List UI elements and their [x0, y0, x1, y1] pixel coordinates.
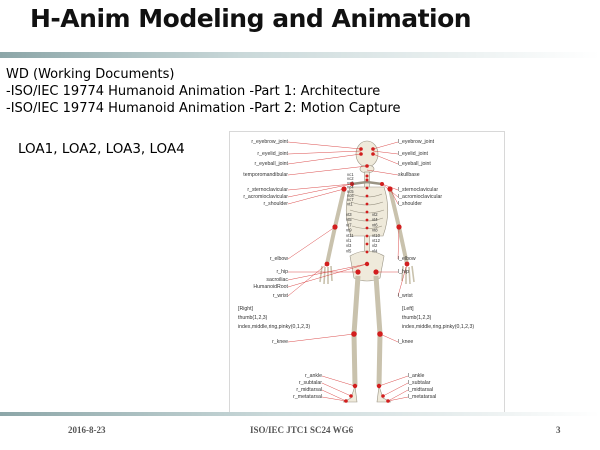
label-r-subtalar: r_subtalar — [299, 380, 322, 386]
label-l-eyebrow-joint: l_eyebrow_joint — [398, 139, 435, 145]
spine-label-vc2: vc2 — [347, 176, 354, 181]
label-r-shoulder: r_shoulder — [263, 201, 288, 207]
label-r-eyeball-joint: r_eyeball_joint — [255, 161, 289, 167]
body-line-wd: WD (Working Documents) — [6, 67, 175, 82]
label-l-wrist: l_wrist — [398, 293, 413, 299]
clavicles — [351, 180, 383, 186]
slide-title: H-Anim Modeling and Animation — [30, 4, 472, 33]
spine-label-vl4: vl4 — [372, 248, 378, 253]
footer-date: 2016-8-23 — [68, 425, 106, 435]
skeleton-figure: r_eyebrow_joint r_eyelid_joint r_eyeball… — [229, 131, 505, 413]
label-r-eyebrow-joint: r_eyebrow_joint — [251, 139, 288, 145]
spine-label-vl3: vl3 — [346, 243, 352, 248]
spine-label-vt11: vt11 — [346, 233, 354, 238]
label-l-hip: l_hip — [398, 269, 409, 275]
loa-levels: LOA1, LOA2, LOA3, LOA4 — [18, 141, 185, 157]
spine-label-vc5: vc5 — [347, 189, 354, 194]
label-l-midtarsal: l_midtarsal — [408, 387, 433, 393]
spine-label-vt12: vt12 — [372, 238, 381, 243]
spine-label-vc6: vc6 — [347, 193, 354, 198]
label-l-elbow: l_elbow — [398, 256, 416, 262]
spine-label-vt3: vt3 — [346, 212, 352, 217]
label-r-elbow: r_elbow — [270, 256, 288, 262]
body-line-part1: -ISO/IEC 19774 Humanoid Animation -Part … — [6, 84, 381, 99]
spine-label-vc1: vc1 — [347, 172, 354, 177]
label-l-metatarsal: l_metatarsal — [408, 394, 436, 400]
right-foot — [342, 385, 358, 403]
left-side-labels: r_eyebrow_joint r_eyelid_joint r_eyeball… — [238, 139, 322, 400]
label-r-midtarsal: r_midtarsal — [296, 387, 322, 393]
label-l-shoulder: l_shoulder — [398, 201, 422, 207]
label-right-fingers: index,middle,ring,pinky(0,1,2,3) — [238, 324, 310, 330]
spine-label-vt5: vt5 — [346, 217, 352, 222]
spine-label-vt9: vt9 — [346, 228, 352, 233]
spine-label-vc4: vc4 — [347, 185, 354, 190]
label-r-acromioclavicular: r_acromioclavicular — [243, 194, 288, 200]
label-l-ankle: l_ankle — [408, 373, 425, 379]
slide-body: WD (Working Documents) -ISO/IEC 19774 Hu… — [6, 66, 401, 117]
label-humanoidroot: HumanoidRoot — [253, 284, 288, 290]
label-r-ankle: r_ankle — [305, 373, 322, 379]
spine-label-vt10: vt10 — [372, 233, 381, 238]
label-right-side: [Right] — [238, 306, 254, 312]
right-leg — [351, 275, 361, 387]
label-r-wrist: r_wrist — [273, 293, 289, 299]
spine-label-vc3: vc3 — [347, 180, 354, 185]
label-temporomandibular: temporomandibular — [243, 172, 288, 178]
label-l-eyeball-joint: l_eyeball_joint — [398, 161, 431, 167]
right-hand — [319, 265, 333, 285]
body-line-part2: -ISO/IEC 19774 Humanoid Animation -Part … — [6, 101, 401, 116]
footer-organization: ISO/IEC JTC1 SC24 WG6 — [250, 425, 354, 435]
left-leg — [373, 275, 383, 387]
spine-label-vl2: vl2 — [372, 243, 378, 248]
label-right-thumb: thumb(1,2,3) — [238, 315, 268, 321]
leader-lines — [287, 141, 409, 402]
label-left-thumb: thumb(1,2,3) — [402, 315, 432, 321]
label-l-eyelid-joint: l_eyelid_joint — [398, 151, 429, 157]
label-r-hip: r_hip — [276, 269, 288, 275]
label-l-subtalar: l_subtalar — [408, 380, 431, 386]
spine-label-vt7: vt7 — [346, 222, 352, 227]
title-divider — [0, 52, 600, 58]
label-r-knee: r_knee — [272, 339, 288, 345]
spine-labels-lower: vt2vt3vt4vt5vt6vt7vt8vt9vt10vt11vt12vl1v… — [346, 212, 381, 253]
spine-label-vc7: vc7 — [347, 197, 354, 202]
right-side-labels: l_eyebrow_joint l_eyelid_joint l_eyeball… — [398, 139, 474, 400]
label-sacroiliac: sacroiliac — [266, 277, 288, 283]
label-r-metatarsal: r_metatarsal — [293, 394, 322, 400]
spine-label-vt1: vt1 — [347, 201, 353, 206]
label-left-side: [Left] — [402, 306, 414, 312]
spine-label-vl5: vl5 — [346, 248, 352, 253]
label-left-fingers: index,middle,ring,pinky(0,1,2,3) — [402, 324, 474, 330]
skeleton-diagram: r_eyebrow_joint r_eyelid_joint r_eyeball… — [238, 139, 474, 403]
label-l-acromioclavicular: l_acromioclavicular — [398, 194, 442, 200]
footer-page-number: 3 — [556, 425, 561, 435]
label-l-knee: l_knee — [398, 339, 413, 345]
spine-label-vt8: vt8 — [372, 228, 378, 233]
left-foot — [376, 385, 392, 403]
spine-label-vt2: vt2 — [372, 212, 378, 217]
footer-divider — [0, 412, 600, 416]
spine-label-vt6: vt6 — [372, 222, 378, 227]
spine-label-vt4: vt4 — [372, 217, 378, 222]
spine-label-vl1: vl1 — [346, 238, 352, 243]
label-r-sternoclavicular: r_sternoclavicular — [247, 187, 288, 193]
left-hand — [401, 265, 415, 285]
label-skullbase: skullbase — [398, 172, 420, 178]
label-l-sternoclavicular: l_sternoclavicular — [398, 187, 438, 193]
label-r-eyelid-joint: r_eyelid_joint — [257, 151, 288, 157]
